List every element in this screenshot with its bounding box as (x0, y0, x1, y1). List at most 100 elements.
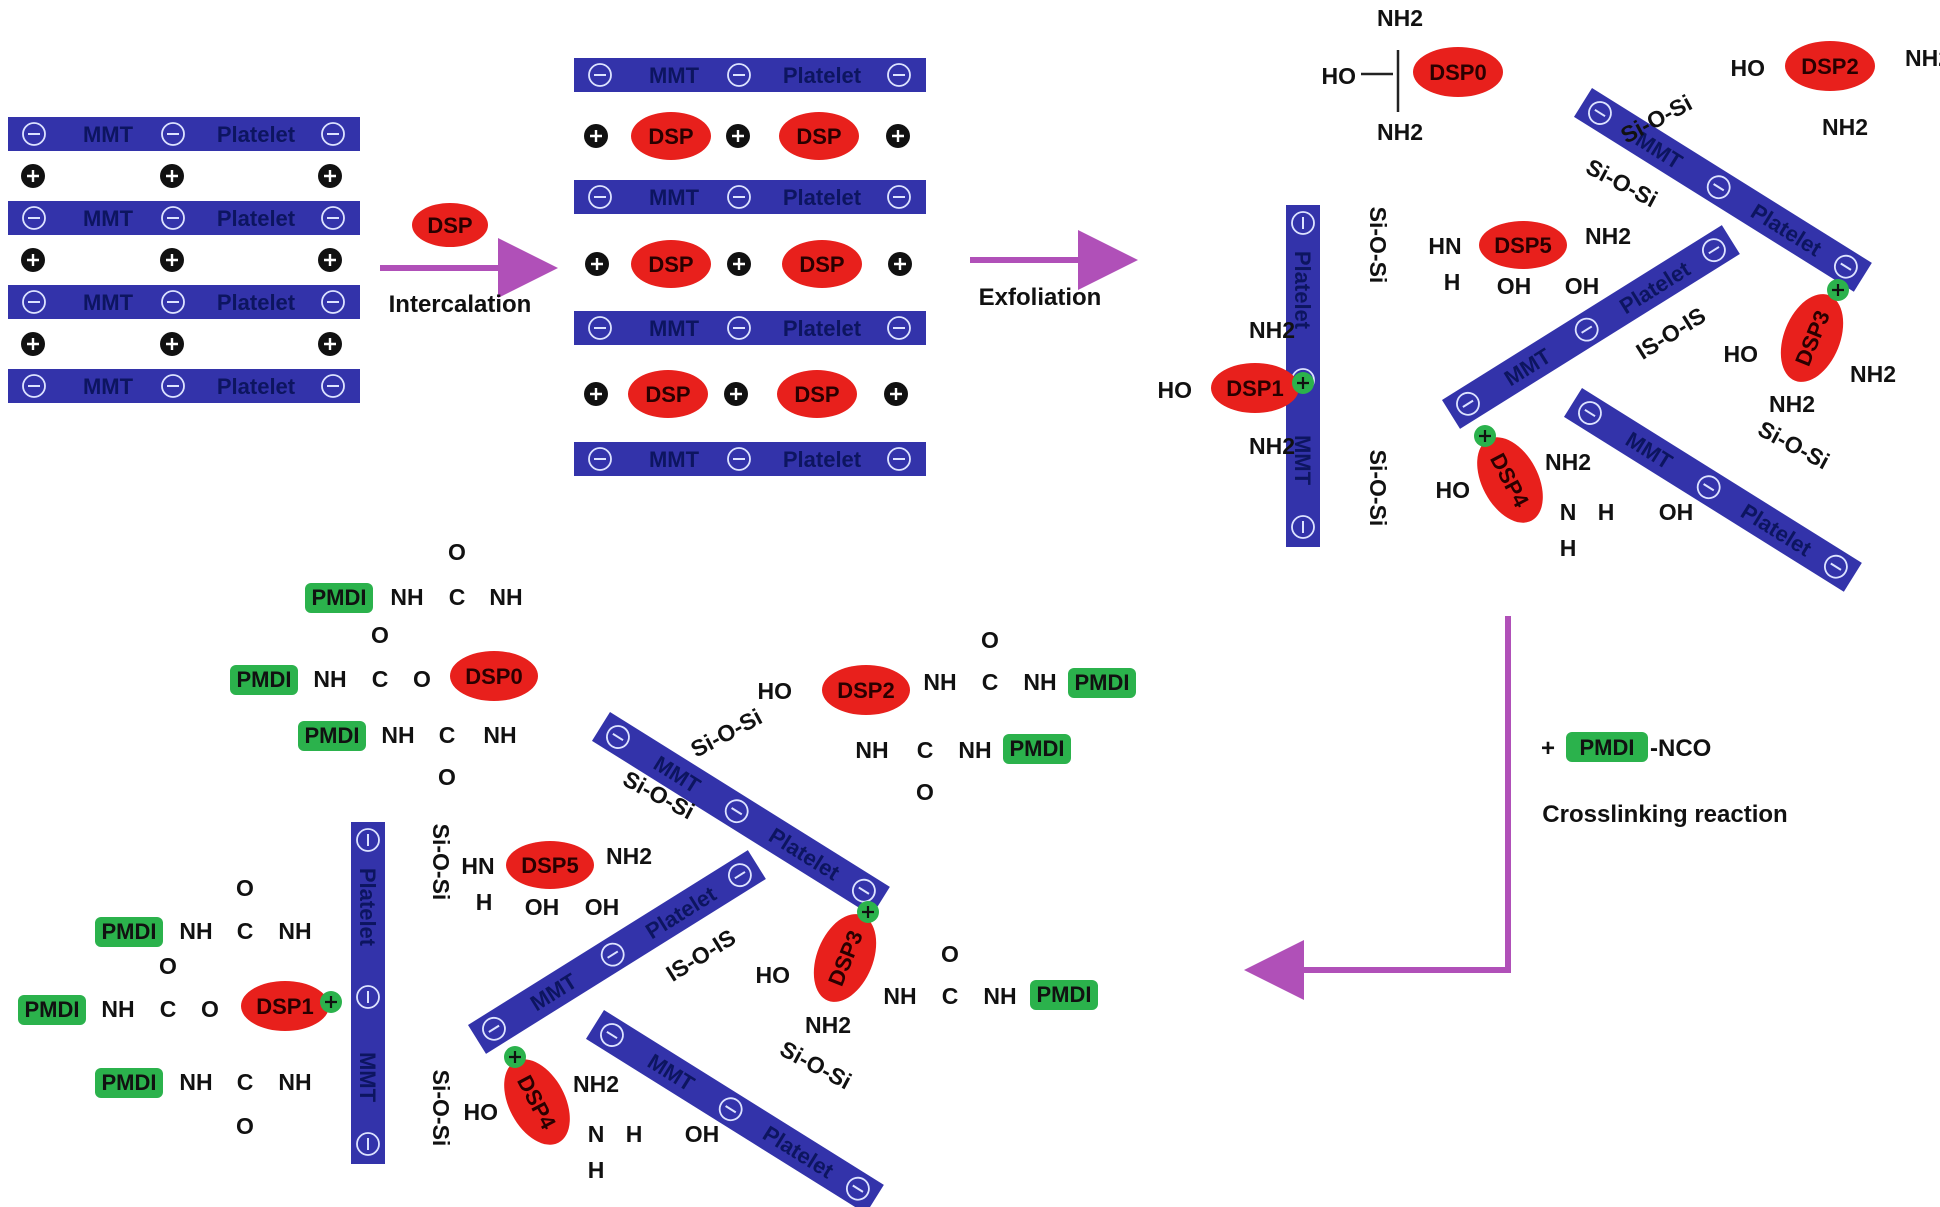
minus-circle-icon (161, 206, 185, 230)
pmdi-label: PMDI (237, 667, 292, 692)
plus-circle-icon (727, 252, 751, 276)
minus-circle-icon (851, 878, 876, 903)
platelet-stack-1: MMT Platelet (8, 117, 360, 151)
chem-nh2: NH2 (1545, 449, 1591, 475)
plus-circle-icon (160, 332, 184, 356)
minus-circle-icon (887, 63, 911, 87)
plus-circle-icon (318, 332, 342, 356)
minus-circle-icon (321, 374, 345, 398)
chem-hn: HN (1428, 233, 1461, 259)
chem-h: H (1598, 499, 1615, 525)
minus-circle-icon (22, 122, 46, 146)
chem-ho: HO (1731, 55, 1766, 81)
platelet-layer-4: MMT Platelet (574, 442, 926, 476)
chem-oh: OH (685, 1121, 720, 1147)
dsp2-molecule (822, 665, 910, 715)
chem-oh: OH (1659, 499, 1694, 525)
minus-circle-icon (1291, 211, 1315, 235)
chem-ho: HO (1158, 377, 1193, 403)
minus-circle-icon (321, 206, 345, 230)
cation-row (21, 332, 342, 356)
chem-c: C (160, 996, 177, 1022)
siosi-label: Si-O-Si (428, 1070, 454, 1147)
minus-circle-icon (356, 985, 380, 1009)
dsp3-molecule (813, 914, 877, 1002)
platelet-stack-4: MMT Platelet (8, 369, 360, 403)
pmdi-box (298, 721, 366, 751)
chem-oh: OH (1497, 273, 1532, 299)
chem-h: H (1444, 269, 1461, 295)
dsp-label: DSP (648, 124, 693, 149)
plus-circle-icon (21, 332, 45, 356)
pmdi-box (1566, 732, 1648, 762)
chem-h: H (626, 1121, 643, 1147)
chem-o: O (438, 764, 456, 790)
diagonal-platelet-lower: MMT Platelet (1563, 388, 1862, 592)
green-plus-badge-icon (857, 901, 879, 923)
chem-nh: NH (983, 983, 1016, 1009)
dsp2-molecule (1785, 41, 1875, 91)
minus-circle-icon (321, 290, 345, 314)
chem-nh: NH (179, 918, 212, 944)
chem-nh: NH (179, 1069, 212, 1095)
chem-nh2: NH2 (573, 1071, 619, 1097)
minus-circle-icon (1833, 254, 1858, 279)
chem-c: C (917, 737, 934, 763)
dsp2-label: DSP2 (837, 678, 894, 703)
minus-circle-icon (588, 316, 612, 340)
green-plus-badge-icon (320, 991, 342, 1013)
chem-nh: NH (278, 918, 311, 944)
dsp4-molecule (504, 1059, 570, 1145)
minus-circle-icon (1456, 391, 1480, 416)
minus-circle-icon (161, 122, 185, 146)
minus-circle-icon (22, 374, 46, 398)
minus-circle-icon (727, 316, 751, 340)
pmdi-label: PMDI (102, 919, 157, 944)
dsp1-label: DSP1 (256, 994, 313, 1019)
chem-c: C (942, 983, 959, 1009)
panel-stacked-platelets: MMT Platelet MMT Platelet MMT Platelet M… (8, 117, 360, 403)
minus-circle-icon (887, 316, 911, 340)
dsp-label: DSP (645, 382, 690, 407)
dsp-molecule (628, 370, 708, 418)
chem-nh: NH (390, 584, 423, 610)
mmt-label: MMT (83, 374, 134, 399)
pmdi-box (95, 1068, 163, 1098)
intercalated-row: DSP DSP (585, 240, 912, 288)
minus-circle-icon (588, 447, 612, 471)
pmdi-box (1003, 734, 1071, 764)
chem-o: O (413, 666, 431, 692)
pmdi-label: PMDI (102, 1070, 157, 1095)
pmdi-box (95, 917, 163, 947)
chem-nh2: NH2 (1585, 223, 1631, 249)
platelet-label: Platelet (217, 122, 296, 147)
plus-circle-icon (724, 382, 748, 406)
minus-circle-icon (321, 122, 345, 146)
minus-circle-icon (600, 1023, 624, 1047)
minus-circle-icon (482, 1016, 506, 1041)
dsp5-molecule (1479, 221, 1567, 269)
chem-nh: NH (883, 983, 916, 1009)
green-plus-badge-icon (504, 1046, 526, 1068)
platelet-label: Platelet (355, 868, 380, 947)
green-plus-badge-icon (1474, 425, 1496, 447)
plus-circle-icon (160, 164, 184, 188)
panel-crosslinked: PMDI NH C O NH PMDI NH C O O DSP0 PMDI N… (18, 539, 1136, 1207)
mmt-label: MMT (649, 316, 700, 341)
chem-nh: NH (313, 666, 346, 692)
mmt-label: MMT (83, 290, 134, 315)
panel-intercalated: MMT Platelet MMT Platelet MMT Platelet M… (574, 58, 926, 476)
dsp-molecule (782, 240, 862, 288)
pmdi-box (1068, 668, 1136, 698)
chem-o: O (916, 779, 934, 805)
chem-nh: NH (483, 722, 516, 748)
platelet-stack-2: MMT Platelet (8, 201, 360, 235)
chem-o: O (236, 875, 254, 901)
minus-circle-icon (718, 1097, 743, 1122)
intercalated-row: DSP DSP (584, 112, 910, 160)
plus-circle-icon (318, 164, 342, 188)
chem-oh: OH (585, 894, 620, 920)
pmdi-box (230, 665, 298, 695)
minus-circle-icon (600, 942, 625, 967)
